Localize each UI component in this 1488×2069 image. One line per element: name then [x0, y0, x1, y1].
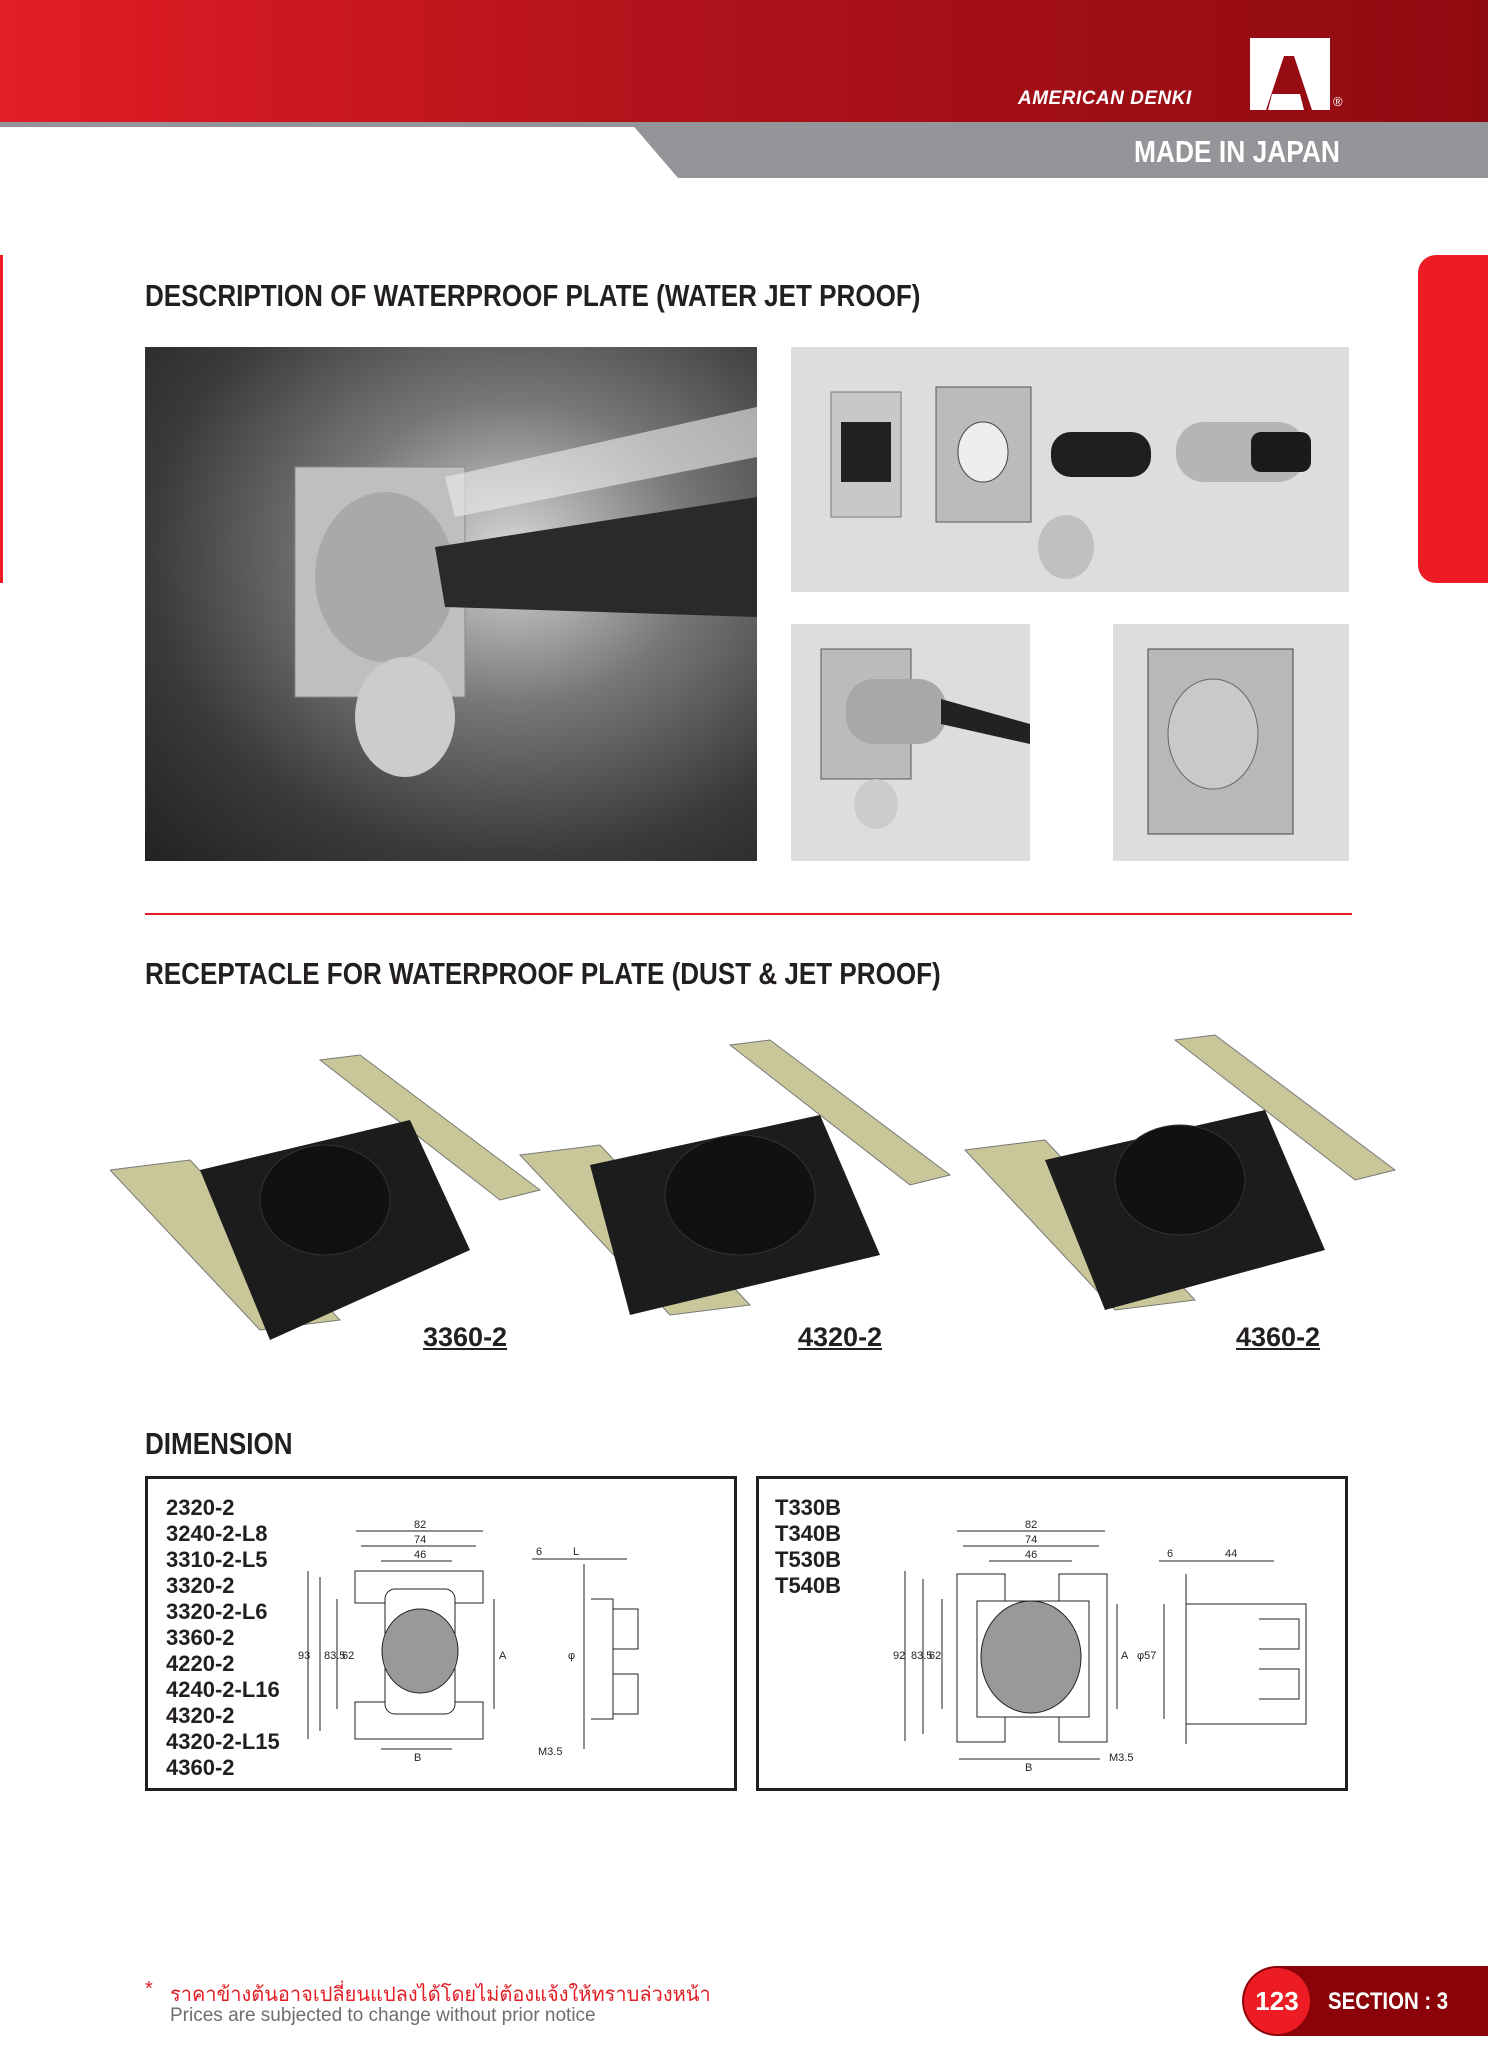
dim-83.5: 83.5: [324, 1650, 345, 1662]
model-item: 4320-2: [166, 1703, 235, 1728]
description-title: DESCRIPTION OF WATERPROOF PLATE (WATER J…: [145, 278, 921, 313]
brand-logo-icon: [1250, 38, 1330, 110]
model-item: 3320-2-L6: [166, 1599, 268, 1624]
model-item: 4220-2: [166, 1651, 235, 1676]
dim-82: 82: [1025, 1519, 1037, 1531]
dim-a: A: [1121, 1650, 1129, 1662]
model-list-right: T330B T340B T530B T540B: [775, 1495, 841, 1599]
dim-62: 62: [929, 1650, 941, 1662]
dim-74: 74: [1025, 1534, 1037, 1546]
price-note-english: Prices are subjected to change without p…: [170, 2005, 596, 2026]
model-item: 2320-2: [166, 1495, 235, 1520]
dim-l: L: [573, 1546, 579, 1558]
header-divider: [0, 122, 640, 127]
dim-b: B: [1025, 1762, 1032, 1774]
section-side-tab: [1418, 255, 1488, 583]
dimension-box-right: T330B T340B T530B T540B 82 74 46 92 83.5…: [756, 1476, 1348, 1791]
model-item: 4320-2-L15: [166, 1729, 280, 1754]
receptacle-3360-2: [110, 1054, 542, 1340]
dim-83.5: 83.5: [911, 1650, 932, 1662]
section-divider: [145, 913, 1352, 915]
plate-cap-illustration: [1147, 648, 1294, 835]
model-item: 3360-2: [166, 1625, 235, 1650]
made-in-japan: MADE IN JAPAN: [1134, 134, 1340, 169]
dim-6: 6: [536, 1546, 542, 1558]
left-edge-mark: [0, 255, 3, 583]
dimension-title: DIMENSION: [145, 1426, 293, 1461]
dim-b: B: [414, 1752, 421, 1764]
model-item: 4240-2-L16: [166, 1677, 280, 1702]
dim-74: 74: [414, 1534, 426, 1546]
dim-phi57: φ57: [1137, 1650, 1156, 1662]
plate-plug-illustration: [820, 648, 1030, 829]
dim-46: 46: [1025, 1549, 1037, 1561]
page-number: 123: [1244, 1968, 1310, 2034]
receptacle-photos: [110, 1034, 1397, 1340]
product-label-4360-2: 4360-2: [1236, 1322, 1321, 1352]
dim-m3.5: M3.5: [538, 1746, 562, 1758]
model-item: 3240-2-L8: [166, 1521, 268, 1546]
dim-6: 6: [1167, 1548, 1173, 1560]
note-asterisk: *: [145, 1978, 153, 2000]
dim-82: 82: [414, 1519, 426, 1531]
dim-93: 93: [298, 1650, 310, 1662]
dim-92: 92: [893, 1650, 905, 1662]
model-item: T330B: [775, 1495, 842, 1520]
section-label: SECTION : 3: [1328, 1988, 1449, 2015]
dimension-drawing-right: 82 74 46 92 83.5 62 A B M3.5 6 44 φ57: [893, 1519, 1307, 1774]
dim-46: 46: [414, 1549, 426, 1561]
product-label-4320-2: 4320-2: [798, 1322, 883, 1352]
header-banner: [0, 0, 1488, 122]
model-item: 3310-2-L5: [166, 1547, 268, 1572]
registered-mark: ®: [1333, 94, 1343, 109]
plate-with-cap-photo: [1113, 624, 1349, 861]
waterproof-plate-illustration: [294, 407, 757, 777]
dim-a: A: [499, 1650, 507, 1662]
model-item: T530B: [775, 1547, 842, 1572]
model-item: T340B: [775, 1521, 842, 1546]
product-label-3360-2: 3360-2: [423, 1322, 508, 1352]
model-item: T540B: [775, 1573, 842, 1598]
receptacle-title: RECEPTACLE FOR WATERPROOF PLATE (DUST & …: [145, 956, 941, 991]
dim-m3.5: M3.5: [1109, 1752, 1133, 1764]
header-gray-band: [630, 122, 1488, 178]
price-note-thai: ราคาข้างต้นอาจเปลี่ยนแปลงได้โดยไม่ต้องแจ…: [170, 1984, 711, 2006]
plate-with-plug-photo: [791, 624, 1030, 861]
dim-62: 62: [342, 1650, 354, 1662]
parts-illustration: [830, 386, 1311, 579]
receptacle-4320-2: [518, 1039, 952, 1316]
dimension-drawing-left: 82 74 46 93 83.5 62 A B M3.5 6 L φ: [298, 1519, 639, 1764]
water-jet-photo: [145, 347, 757, 861]
model-item: 3320-2: [166, 1573, 235, 1598]
model-list-left: 2320-2 3240-2-L8 3310-2-L5 3320-2 3320-2…: [166, 1495, 280, 1781]
receptacle-4360-2: [963, 1034, 1397, 1311]
exploded-parts-photo: [791, 347, 1349, 592]
brand-name: AMERICAN DENKI: [1018, 88, 1192, 109]
dim-44: 44: [1225, 1548, 1237, 1560]
model-item: 4360-2: [166, 1755, 235, 1780]
dimension-box-left: 2320-2 3240-2-L8 3310-2-L5 3320-2 3320-2…: [145, 1476, 737, 1791]
dim-phi: φ: [568, 1650, 575, 1662]
